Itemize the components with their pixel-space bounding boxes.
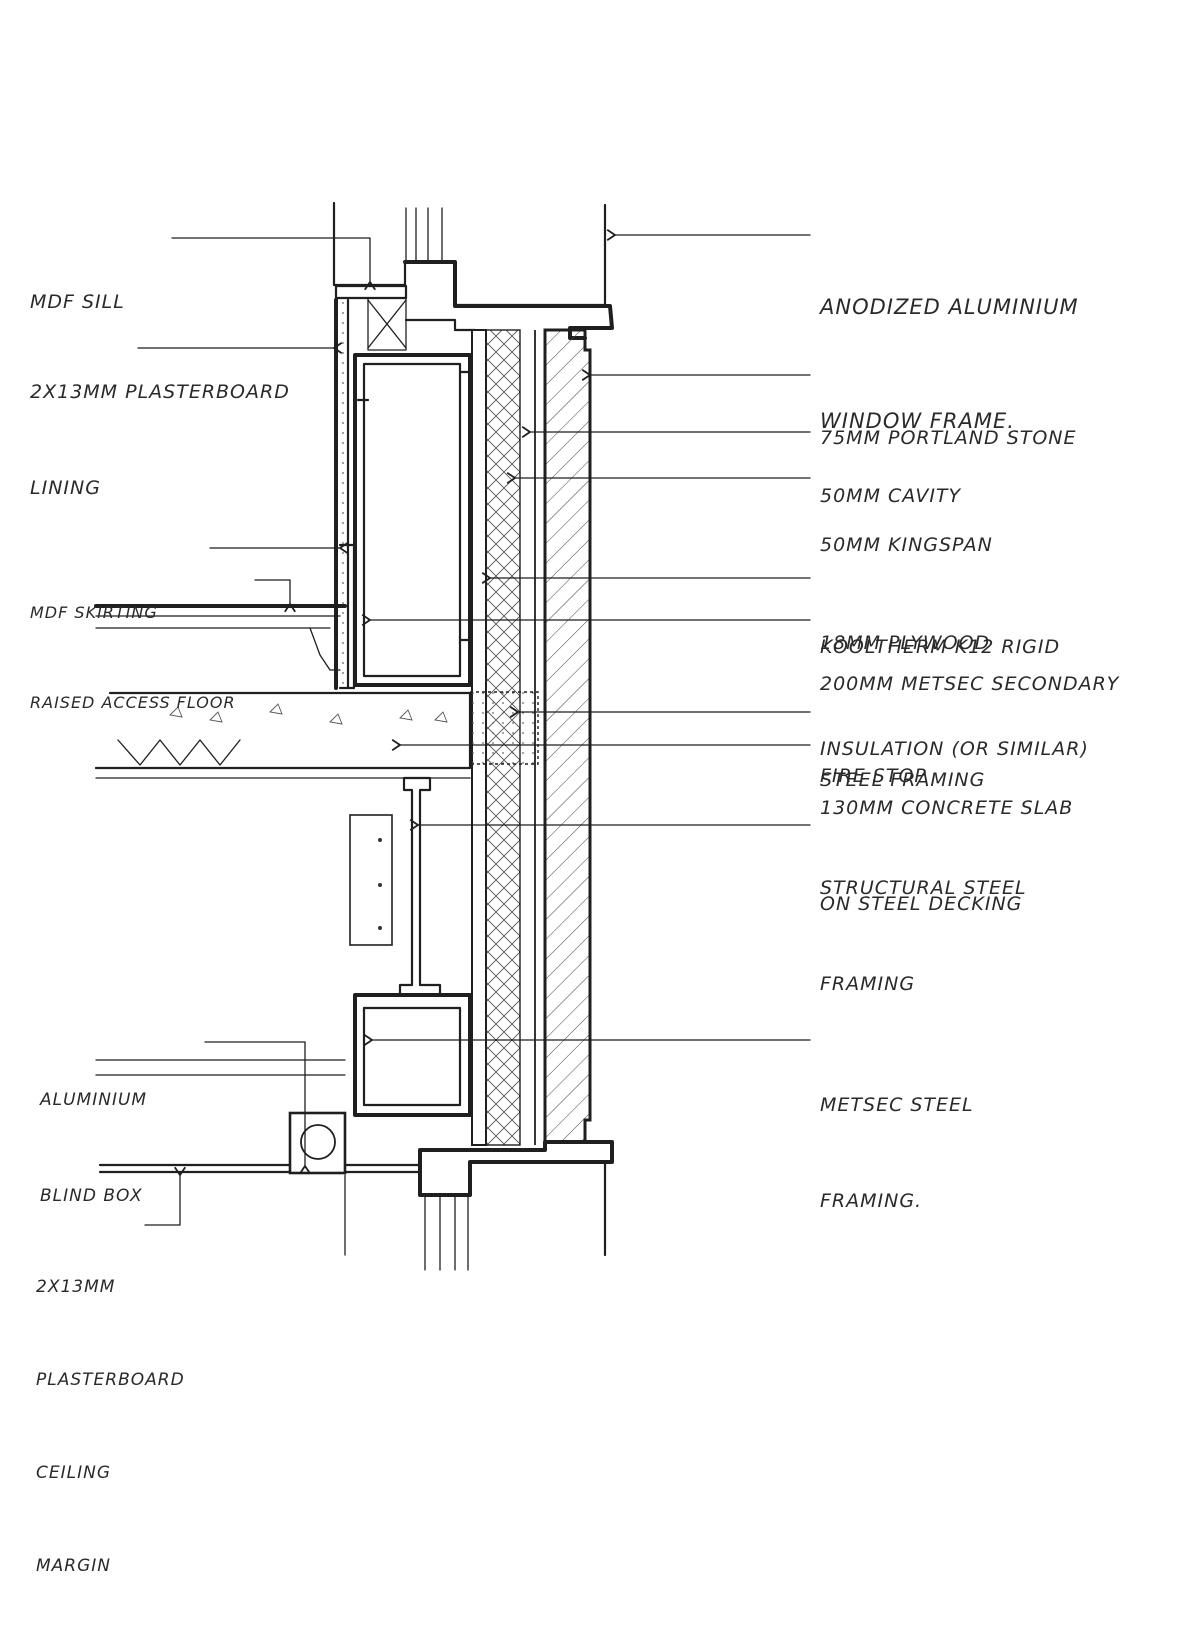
label-metsec-secondary: 200mm METSEC SECONDARY STEEL FRAMING bbox=[820, 604, 1119, 860]
label-line: ALUMINIUM bbox=[40, 1090, 148, 1110]
label-line: 2X13mm PLASTERBOARD bbox=[30, 381, 290, 403]
concrete-slab bbox=[94, 691, 539, 779]
label-line: ON STEEL DECKING bbox=[820, 893, 1023, 915]
label-line: FIRE STOP bbox=[820, 765, 927, 787]
label-line: 50mm KINGSPAN bbox=[820, 534, 993, 556]
label-line: 50mm CAVITY bbox=[820, 485, 962, 507]
label-line: MARGIN bbox=[36, 1556, 112, 1576]
metsec-secondary-frame bbox=[353, 353, 472, 687]
raised-floor bbox=[94, 604, 347, 671]
label-line: 2X13mm bbox=[36, 1277, 116, 1297]
plasterboard-lining bbox=[334, 298, 356, 690]
label-line: KOOLTHERM K12 RIGID bbox=[820, 636, 1061, 658]
label-line: PLASTERBOARD bbox=[36, 1370, 185, 1390]
metsec-lower-frame bbox=[95, 993, 472, 1117]
label-line: WINDOW FRAME. bbox=[820, 409, 1015, 433]
wall-section-sketch: MDF SILL 2X13mm PLASTERBOARD LINING MDF … bbox=[30, 201, 1119, 1576]
label-line: MDF SKIRTING bbox=[30, 603, 158, 622]
label-line: 200mm METSEC SECONDARY bbox=[820, 673, 1120, 695]
label-line: CEILING bbox=[36, 1463, 111, 1483]
label-line: LINING bbox=[30, 477, 101, 499]
section-drawing bbox=[94, 201, 811, 1271]
label-line: STEEL FRAMING bbox=[820, 769, 986, 791]
label-portland-stone: 75mm PORTLAND STONE bbox=[820, 358, 1077, 518]
label-cavity: 50mm CAVITY bbox=[820, 416, 961, 576]
label-fire-stop: FIRE STOP bbox=[820, 696, 927, 856]
label-line: 130mm CONCRETE SLAB bbox=[820, 797, 1074, 819]
label-line: INSULATION (OR SIMILAR) bbox=[820, 738, 1089, 760]
label-line: RAISED ACCESS FLOOR bbox=[30, 693, 236, 712]
label-structural-steel: STRUCTURAL STEEL FRAMING bbox=[820, 808, 1027, 1064]
label-window-frame: ANODIZED ALUMINIUM WINDOW FRAME. bbox=[820, 212, 1079, 516]
label-mdf-skirting: MDF SKIRTING RAISED ACCESS FLOOR bbox=[30, 538, 236, 778]
label-line: FRAMING. bbox=[820, 1190, 923, 1212]
label-line: 75mm PORTLAND STONE bbox=[820, 427, 1077, 449]
window-frame-lower bbox=[98, 1111, 614, 1271]
label-plasterboard-lining: 2X13mm PLASTERBOARD LINING bbox=[30, 312, 290, 568]
label-concrete-slab: 130mm CONCRETE SLAB ON STEEL DECKING bbox=[820, 728, 1073, 984]
label-line: STRUCTURAL STEEL bbox=[820, 877, 1027, 899]
label-line: FRAMING bbox=[820, 973, 916, 995]
label-plywood: 18mm PLYWOOD bbox=[820, 563, 990, 723]
label-line: 18mm PLYWOOD bbox=[820, 632, 991, 654]
label-line: MDF SILL bbox=[30, 291, 125, 313]
structural-steel bbox=[349, 776, 442, 997]
label-metsec-framing: METSEC STEEL FRAMING. bbox=[820, 1025, 974, 1281]
label-mdf-sill: MDF SILL bbox=[30, 222, 125, 382]
label-blind-box: ALUMINIUM BLIND BOX bbox=[40, 1020, 147, 1276]
window-frame-upper bbox=[332, 201, 614, 351]
label-line: METSEC STEEL bbox=[820, 1094, 974, 1116]
label-line: ANODIZED ALUMINIUM bbox=[820, 295, 1079, 319]
leader-lines bbox=[137, 229, 811, 1226]
label-line: BLIND BOX bbox=[40, 1186, 143, 1206]
label-kingspan: 50mm KINGSPAN KOOLTHERM K12 RIGID INSULA… bbox=[820, 460, 1089, 834]
